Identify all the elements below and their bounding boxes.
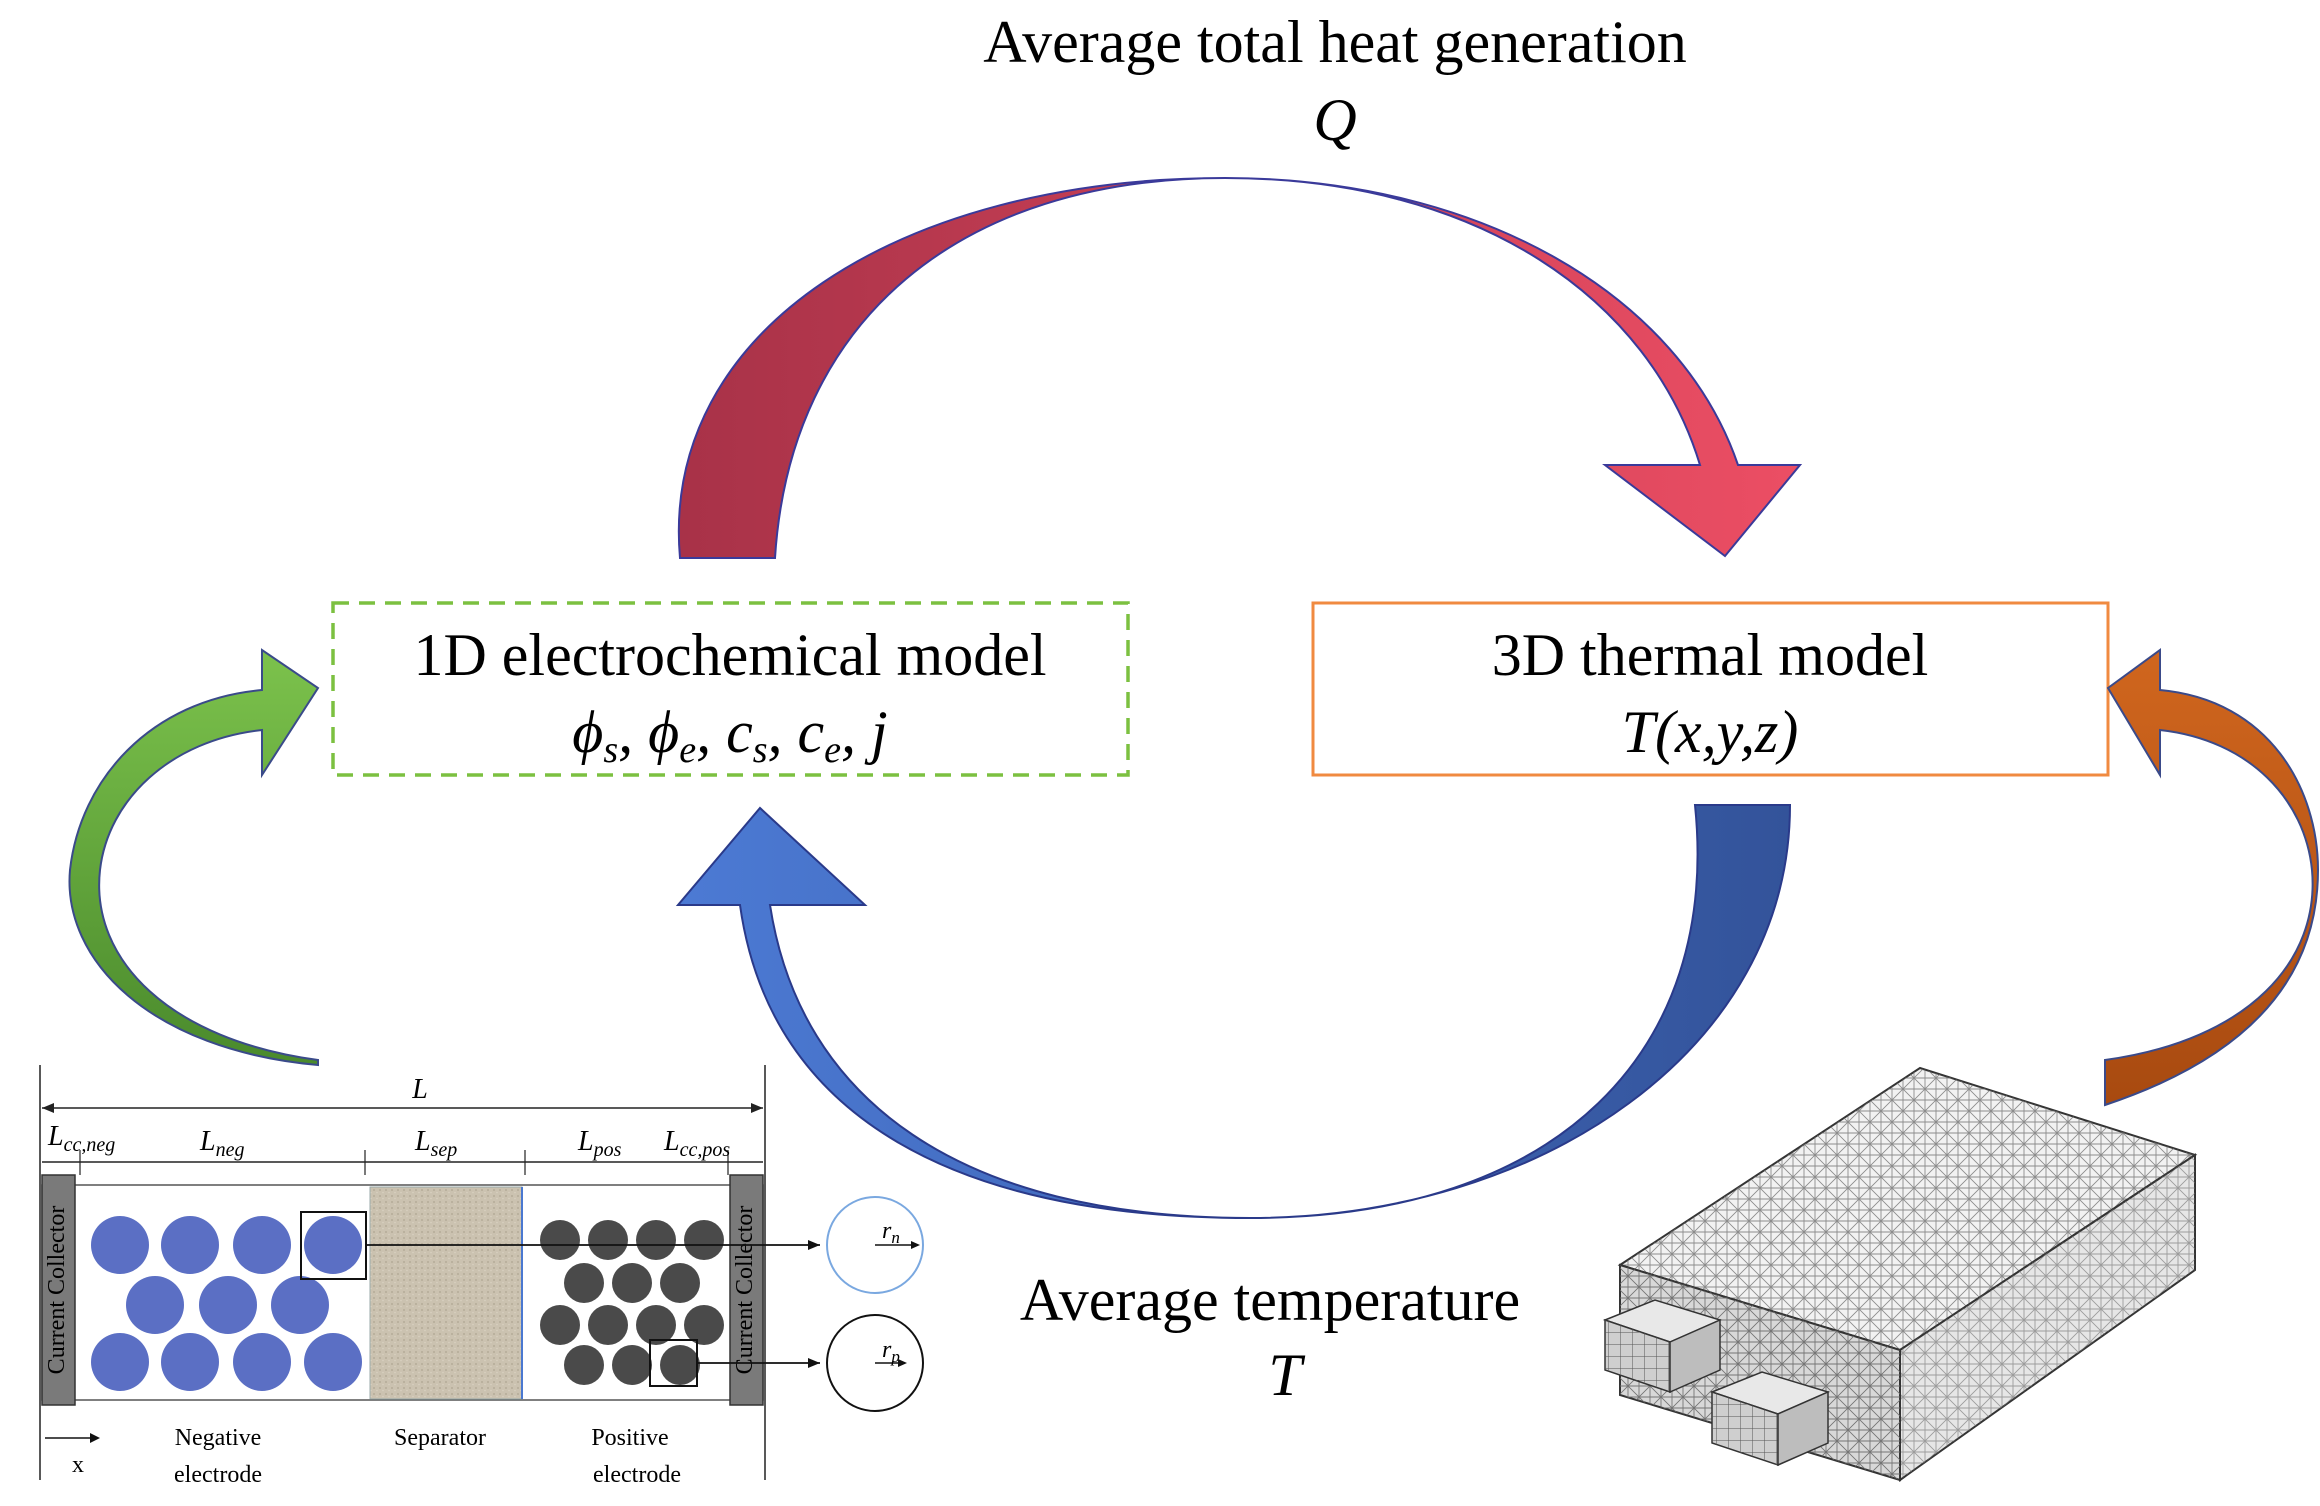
segment-label-sep: Lsep [414, 1126, 457, 1161]
bottom-label-symbol: T [1268, 1342, 1305, 1408]
green-feedback-arrow [68, 648, 320, 1067]
thermal-model-box: 3D thermal model T(x,y,z) [1311, 601, 2110, 777]
length-L-label: L [411, 1074, 428, 1105]
electrochemical-model-title: 1D electrochemical model [413, 622, 1046, 688]
top-label-symbol: Q [1313, 87, 1356, 153]
negative-electrode-label-line2: electrode [174, 1462, 262, 1488]
segment-label-cc-pos: Lcc,pos [663, 1126, 730, 1161]
temperature-arrow [675, 804, 1792, 1220]
electrochemical-model-box: 1D electrochemical model ϕs, ϕe, cs, ce,… [331, 601, 1130, 777]
x-axis-label: x [72, 1452, 84, 1478]
segment-label-cc-neg: Lcc,neg [47, 1121, 115, 1156]
positive-electrode-label-line1: Positive [591, 1425, 668, 1451]
positive-electrode-particles [540, 1220, 724, 1385]
segment-label-pos: Lpos [577, 1126, 622, 1161]
radius-rn-label: rn [882, 1218, 900, 1247]
battery-mesh-3d [1602, 1066, 2198, 1482]
thermal-model-variable: T(x,y,z) [1622, 699, 1799, 765]
thermal-model-title: 3D thermal model [1492, 622, 1929, 688]
heat-generation-arrow [677, 176, 1803, 559]
bottom-label-title: Average temperature [1020, 1267, 1520, 1333]
separator-label: Separator [394, 1425, 486, 1451]
current-collector-left-label: Current Collector [44, 1206, 70, 1375]
top-label-title: Average total heat generation [983, 9, 1687, 75]
electrochemical-variables: ϕs, ϕe, cs, ce, j [572, 699, 887, 771]
positive-electrode-label-line2: electrode [593, 1462, 681, 1488]
negative-electrode-particles [91, 1216, 362, 1391]
current-collector-right-label: Current Collector [732, 1206, 758, 1375]
radius-rp-label: rp [882, 1337, 900, 1366]
orange-feedback-arrow [2104, 648, 2320, 1107]
negative-electrode-label-line1: Negative [175, 1425, 262, 1451]
cell-schematic: L Lcc,neg Lneg Lsep Lpos Lcc,pos Current… [39, 1065, 924, 1488]
segment-label-neg: Lneg [199, 1126, 244, 1161]
